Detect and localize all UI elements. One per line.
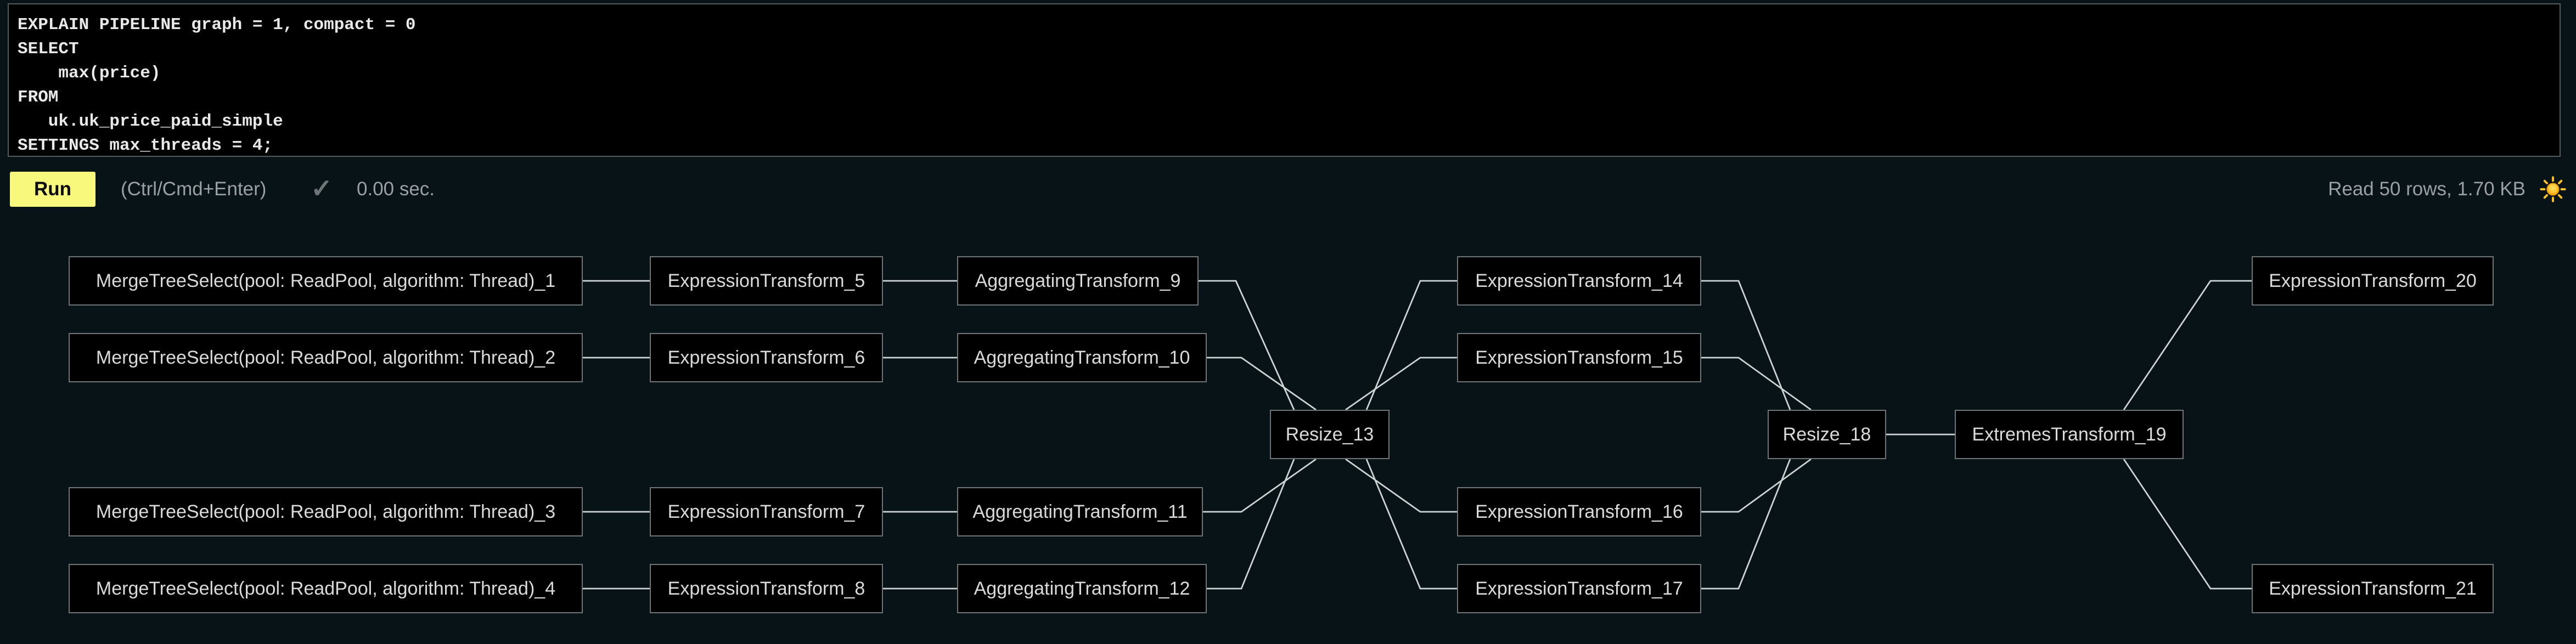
- pipeline-edge: [1701, 280, 1791, 410]
- node-resize_13: Resize_13: [1270, 410, 1390, 459]
- node-expressiontransform_7: ExpressionTransform_7: [650, 487, 883, 536]
- pipeline-edge: [1365, 459, 1457, 590]
- node-mergetreeselect_2: MergeTreeSelect(pool: ReadPool, algorith…: [69, 333, 583, 382]
- pipeline-edge: [1207, 357, 1317, 411]
- sql-editor-text[interactable]: EXPLAIN PIPELINE graph = 1, compact = 0 …: [18, 15, 416, 155]
- node-aggregatingtransform_10: AggregatingTransform_10: [957, 333, 1207, 382]
- node-expressiontransform_5: ExpressionTransform_5: [650, 256, 883, 306]
- pipeline-edge: [2123, 280, 2252, 410]
- run-button[interactable]: Run: [10, 172, 95, 207]
- node-expressiontransform_6: ExpressionTransform_6: [650, 333, 883, 382]
- success-check-icon: ✓: [311, 174, 333, 204]
- pipeline-edge: [1701, 357, 1812, 411]
- pipeline-edge: [1207, 459, 1295, 590]
- node-aggregatingtransform_11: AggregatingTransform_11: [957, 487, 1203, 536]
- pipeline-edge: [1345, 357, 1457, 411]
- elapsed-time: 0.00 sec.: [357, 178, 435, 200]
- node-resize_18: Resize_18: [1768, 410, 1886, 459]
- query-stats: Read 50 rows, 1.70 KB: [2328, 171, 2566, 208]
- theme-toggle-sun-icon[interactable]: [2540, 176, 2566, 202]
- pipeline-edge: [1365, 280, 1457, 410]
- toolbar: Run (Ctrl/Cmd+Enter) ✓ 0.00 sec. Read 50…: [0, 171, 2576, 208]
- node-expressiontransform_17: ExpressionTransform_17: [1457, 564, 1701, 613]
- node-mergetreeselect_3: MergeTreeSelect(pool: ReadPool, algorith…: [69, 487, 583, 536]
- pipeline-edge: [1701, 458, 1812, 513]
- node-mergetreeselect_1: MergeTreeSelect(pool: ReadPool, algorith…: [69, 256, 583, 306]
- node-expressiontransform_15: ExpressionTransform_15: [1457, 333, 1701, 382]
- read-stats: Read 50 rows, 1.70 KB: [2328, 178, 2526, 200]
- node-expressiontransform_14: ExpressionTransform_14: [1457, 256, 1701, 306]
- node-expressiontransform_8: ExpressionTransform_8: [650, 564, 883, 613]
- pipeline-edge: [1199, 280, 1295, 410]
- node-aggregatingtransform_12: AggregatingTransform_12: [957, 564, 1207, 613]
- node-expressiontransform_21: ExpressionTransform_21: [2252, 564, 2494, 613]
- node-mergetreeselect_4: MergeTreeSelect(pool: ReadPool, algorith…: [69, 564, 583, 613]
- node-expressiontransform_20: ExpressionTransform_20: [2252, 256, 2494, 306]
- node-expressiontransform_16: ExpressionTransform_16: [1457, 487, 1701, 536]
- node-aggregatingtransform_9: AggregatingTransform_9: [957, 256, 1199, 306]
- node-extremestransform_19: ExtremesTransform_19: [1955, 410, 2184, 459]
- pipeline-edge: [1345, 458, 1457, 513]
- pipeline-edge: [1701, 459, 1791, 590]
- sql-editor[interactable]: EXPLAIN PIPELINE graph = 1, compact = 0 …: [8, 3, 2561, 157]
- pipeline-edge: [1203, 458, 1317, 513]
- run-shortcut-hint: (Ctrl/Cmd+Enter): [121, 178, 267, 200]
- pipeline-edge: [2123, 459, 2252, 590]
